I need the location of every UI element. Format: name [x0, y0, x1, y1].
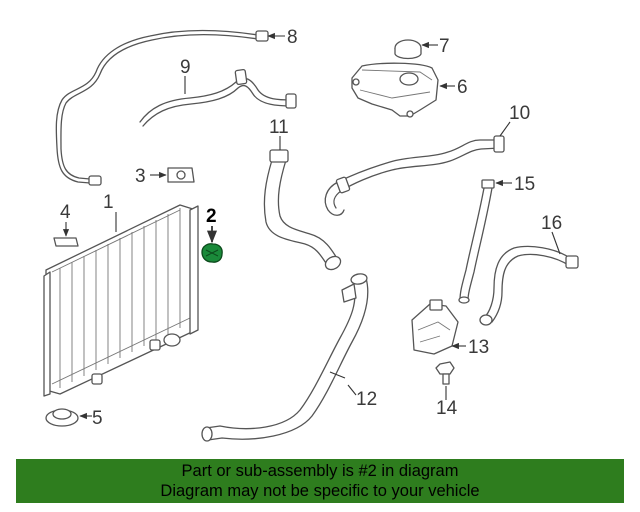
callout-6: 6 — [457, 77, 468, 98]
callout-14: 14 — [436, 398, 458, 419]
callout-13: 13 — [468, 337, 489, 358]
part-8-wire-harness — [55, 29, 285, 186]
part-4-bracket — [53, 222, 79, 247]
part-3-grommet — [150, 167, 195, 183]
callout-4: 4 — [60, 202, 71, 223]
callout-16: 16 — [541, 213, 562, 234]
banner-line-2: Diagram may not be specific to your vehi… — [160, 482, 480, 500]
banner-line-1: Part or sub-assembly is #2 in diagram — [181, 462, 459, 480]
callout-10: 10 — [509, 103, 530, 124]
part-16-hose — [479, 231, 579, 326]
part-9-hose — [139, 68, 297, 127]
part-12-hose — [201, 273, 369, 442]
part-6-coolant-reservoir — [351, 62, 455, 118]
callout-12: 12 — [356, 389, 377, 410]
callout-8: 8 — [287, 27, 298, 48]
part-15-hose — [458, 179, 512, 304]
callout-5: 5 — [92, 408, 103, 429]
part-5-mount — [45, 408, 92, 427]
callout-9: 9 — [180, 57, 191, 78]
part-7-reservoir-cap — [394, 39, 438, 60]
info-banner: Part or sub-assembly is #2 in diagram Di… — [16, 459, 624, 503]
part-10-hose — [324, 121, 511, 216]
callout-1: 1 — [103, 192, 114, 213]
part-11-hose — [263, 136, 342, 271]
callout-2: 2 — [206, 206, 217, 227]
part-1-radiator — [43, 204, 199, 397]
part-14-bolt — [435, 361, 455, 400]
callout-15: 15 — [514, 174, 535, 195]
part-13-bracket — [411, 299, 466, 355]
callout-11: 11 — [269, 117, 289, 138]
part-2-highlighted — [201, 226, 223, 263]
callout-7: 7 — [439, 36, 450, 57]
callout-3: 3 — [135, 166, 146, 187]
radiator-fins — [59, 208, 181, 388]
